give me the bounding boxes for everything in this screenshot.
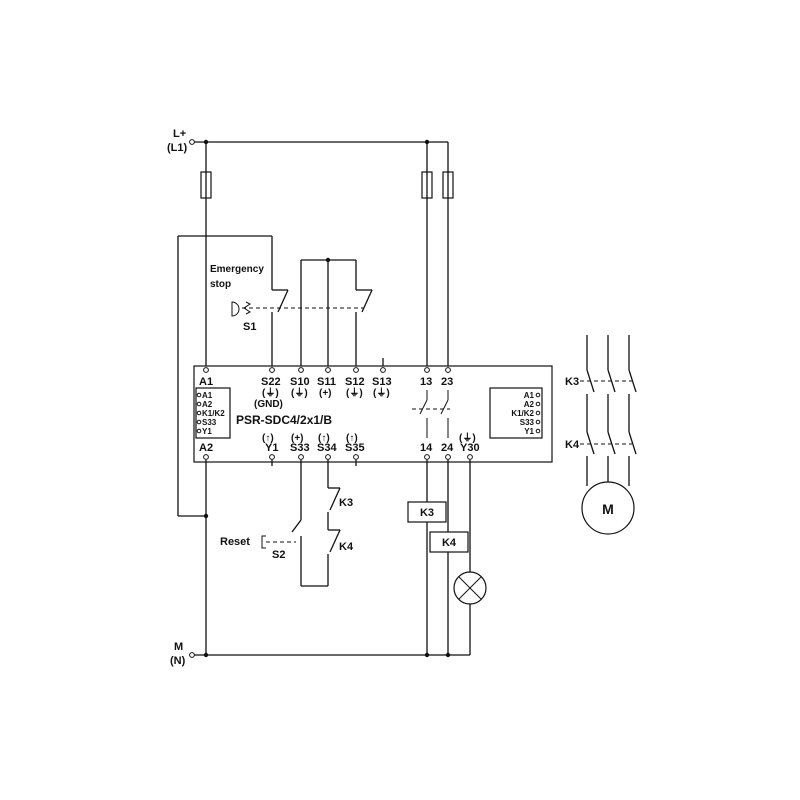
left-io-S33: S33	[202, 418, 217, 427]
relay-k4-coil	[429, 531, 469, 553]
term-top-S22: S22	[261, 376, 281, 388]
motor-icon	[581, 481, 635, 535]
term-top-S13: S13	[372, 376, 392, 388]
right-io-A2: A2	[524, 400, 535, 409]
estop-name: S1	[243, 321, 256, 333]
term-bot-S35-sub: (↑)	[346, 433, 358, 444]
term-bot-Y1: Y1	[265, 442, 278, 454]
motor-label: M	[602, 501, 614, 517]
estop-label-2: stop	[210, 279, 231, 290]
term-top-A1: A1	[199, 376, 213, 388]
top-terminals	[203, 367, 451, 373]
lamp-icon	[453, 571, 487, 605]
term-bot-S33-sub: (+)	[291, 433, 304, 444]
motor-k4-label: K4	[565, 439, 580, 451]
term-bot-S34: S34	[317, 442, 337, 454]
left-io-Y1: Y1	[202, 427, 212, 436]
term-bot-Y30: Y30	[460, 442, 480, 454]
term-top-S10: S10	[290, 376, 310, 388]
term-bot-S33: S33	[290, 442, 310, 454]
term-bot-S34-sub: (↑)	[318, 433, 330, 444]
bottom-terminals	[203, 454, 473, 460]
term-top-S12: S12	[345, 376, 365, 388]
reset-name: S2	[272, 549, 285, 561]
term-bot-A2: A2	[199, 442, 213, 454]
right-io-S33: S33	[520, 418, 535, 427]
left-io-K1K2: K1/K2	[202, 409, 225, 418]
right-io-block	[489, 387, 543, 439]
term-top-S22-sub2: (GND)	[254, 399, 283, 410]
term-top-S22-sub: (⏚)	[262, 387, 279, 399]
term-top-23: 23	[441, 376, 453, 388]
term-top-13: 13	[420, 376, 432, 388]
supply-top-sub: (L1)	[167, 142, 188, 154]
term-top-S11: S11	[317, 376, 336, 388]
contact-k4-label: K4	[339, 541, 354, 553]
reset-label: Reset	[220, 536, 250, 548]
right-io-A1: A1	[524, 391, 535, 400]
right-io-K1K2: K1/K2	[511, 409, 534, 418]
term-bot-Y30-sub: (⏚)	[459, 432, 476, 444]
estop-label-1: Emergency	[210, 264, 264, 275]
supply-bottom-sub: (N)	[170, 655, 186, 667]
supply-top-label: L+	[173, 128, 186, 140]
motor-circuit	[580, 335, 637, 535]
left-io-terminals	[196, 392, 202, 434]
motor-k3-label: K3	[565, 376, 579, 388]
term-bot-Y1-sub: (↑)	[262, 433, 274, 444]
reset-button-icon	[261, 535, 266, 549]
term-bot-24: 24	[441, 442, 454, 454]
estop-mushroom-icon	[231, 301, 240, 317]
relay-k4-label: K4	[442, 537, 457, 549]
l-plus-terminal	[189, 139, 195, 145]
right-io-terminals	[535, 392, 541, 434]
term-bot-S35: S35	[345, 442, 365, 454]
device-model: PSR-SDC4/2x1/B	[236, 413, 332, 427]
supply-bottom-label: M	[174, 641, 183, 653]
left-io-A1: A1	[202, 391, 213, 400]
term-top-S10-sub: (⏚)	[291, 387, 308, 399]
left-io-block	[195, 387, 231, 439]
internal-output-contacts	[412, 390, 450, 438]
relay-k3-label: K3	[420, 507, 434, 519]
contact-k3-label: K3	[339, 497, 353, 509]
term-top-S12-sub: (⏚)	[346, 387, 363, 399]
left-io-A2: A2	[202, 400, 213, 409]
right-io-Y1: Y1	[524, 427, 534, 436]
m-terminal	[189, 652, 195, 658]
term-bot-14: 14	[420, 442, 433, 454]
term-top-S11-sub: (+)	[319, 388, 332, 399]
term-top-S13-sub: (⏚)	[373, 387, 390, 399]
